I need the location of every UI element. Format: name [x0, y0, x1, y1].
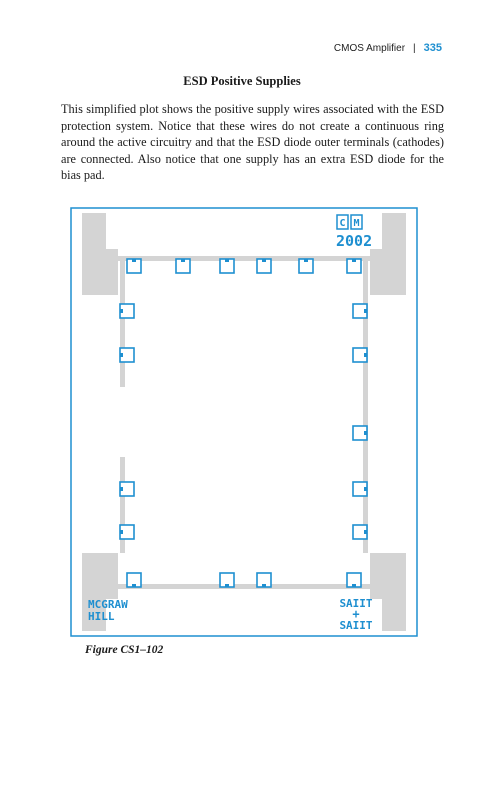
wire-top: [118, 256, 370, 261]
wire-right: [363, 261, 368, 553]
die-frame: [70, 207, 418, 637]
corner-block-bottom-right: [370, 553, 406, 631]
diode-contacts: [120, 259, 367, 587]
running-title: CMOS Amplifier: [333, 42, 406, 54]
corner-block-top-right: [370, 213, 406, 295]
wire-bottom: [118, 584, 370, 589]
year-label: 2002: [336, 232, 372, 250]
corner-block-top-left: [82, 213, 118, 295]
wire-left-lower: [120, 457, 125, 553]
header-separator: |: [413, 42, 416, 54]
saiit-line-2: SAIIT: [339, 619, 372, 632]
saiit-plus: +: [352, 607, 359, 621]
page-number: 335: [423, 42, 442, 54]
section-title: ESD Positive Supplies: [183, 74, 301, 88]
publisher-line-2: HILL: [88, 610, 115, 623]
saiit-line-1: SAIIT: [339, 597, 372, 610]
publisher-line-1: MCGRAW: [88, 598, 128, 611]
corner-block-bottom-left: [82, 553, 118, 631]
supply-wires: [118, 256, 370, 589]
figure-caption: Figure CS1–102: [85, 644, 164, 656]
running-header: CMOS Amplifier | 335: [334, 42, 442, 54]
logo-initial-c: C: [339, 218, 345, 229]
corner-blocks: [82, 213, 406, 631]
wire-left-upper: [120, 261, 125, 387]
logo-initial-m: M: [353, 218, 359, 229]
cm-logo: C M: [336, 214, 363, 230]
chip-layout-figure: C M 2002 MCGRAW HILL SAIIT + SAIIT: [70, 207, 418, 637]
chip-layout-svg: C M 2002 MCGRAW HILL SAIIT + SAIIT: [70, 207, 418, 637]
body-paragraph: This simplified plot shows the positive …: [61, 102, 444, 183]
